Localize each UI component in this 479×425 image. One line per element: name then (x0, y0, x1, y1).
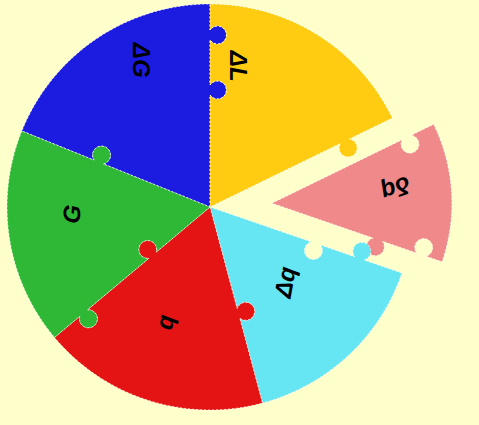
piece-outline (7, 131, 210, 338)
piece-label-box: ΔL (224, 51, 250, 82)
piece-outline (210, 207, 402, 403)
piece-label-box: ΔG (127, 43, 153, 78)
piece-label: G (58, 204, 86, 225)
piece-label-box: G (58, 204, 86, 225)
piece-label-box: δq (378, 171, 415, 206)
piece-label-box: q (151, 312, 180, 331)
piece-label-box: Δq (269, 265, 300, 300)
piece-label: δq (378, 171, 415, 206)
piece-outline (210, 4, 392, 207)
piece-outline (22, 4, 227, 207)
piece-label: q (151, 312, 180, 331)
piece-outline (272, 124, 452, 262)
piece-label: ΔG (127, 43, 153, 78)
piece-label: Δq (269, 265, 300, 300)
piece-outline (54, 207, 262, 410)
piece-label: ΔL (224, 51, 250, 82)
